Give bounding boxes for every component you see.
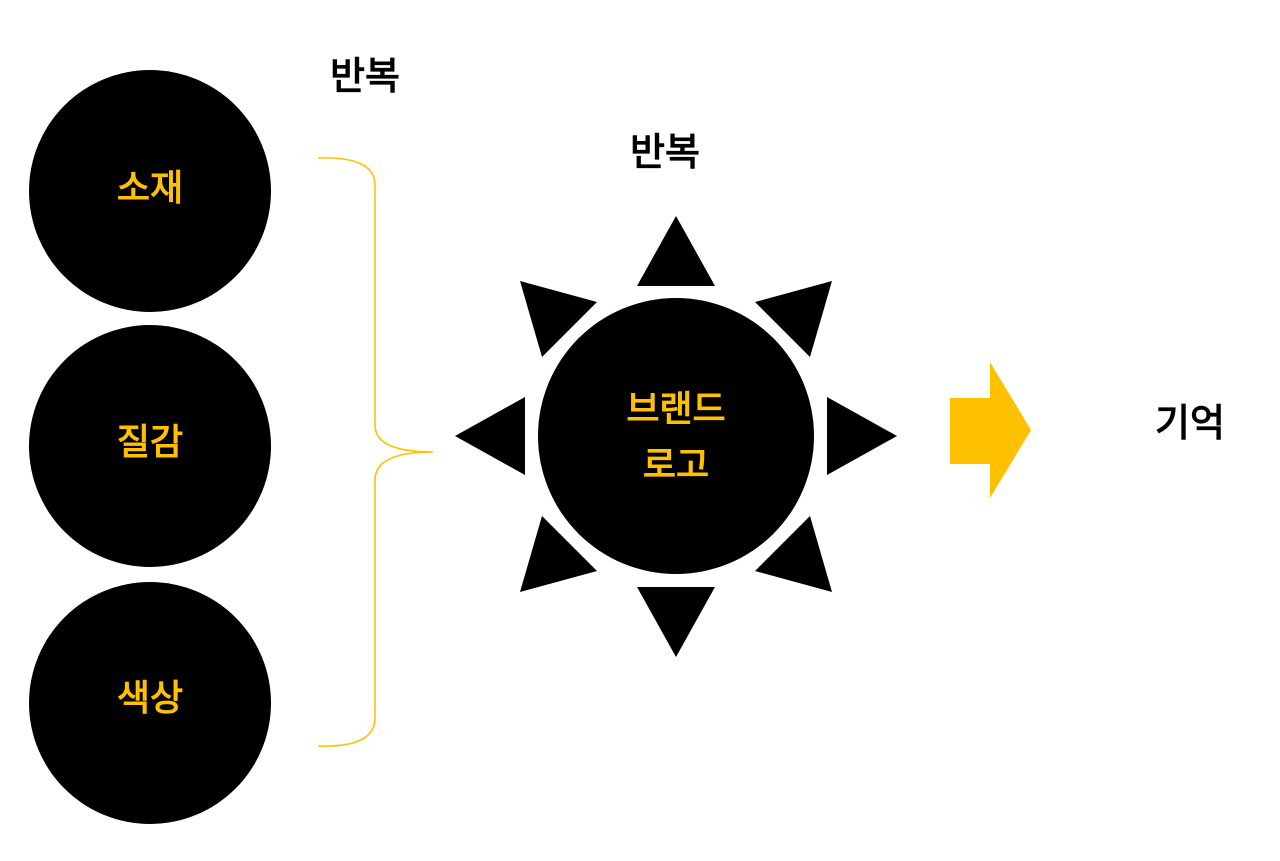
brand-logo-circle (538, 298, 814, 574)
sun-ray-top-right (755, 281, 832, 357)
sun-ray-left (455, 397, 525, 475)
element-circle-color (29, 582, 271, 824)
element-label-color: 색상 (116, 678, 184, 719)
repeat-label-sun: 반복 (630, 130, 700, 174)
sun-ray-top (637, 216, 715, 286)
element-circle-texture (29, 325, 271, 567)
sun-ray-bottom-right (755, 516, 832, 592)
element-label-material: 소재 (116, 168, 184, 209)
sun-ray-right (827, 397, 897, 475)
curly-brace-icon (317, 157, 434, 747)
sun-ray-bottom (637, 587, 715, 657)
brand-logo-line1: 브랜드 (626, 389, 726, 431)
right-arrow-icon (950, 362, 1031, 498)
element-circle-material (29, 70, 271, 312)
element-label-texture: 질감 (116, 422, 184, 463)
result-label-memory: 기억 (1155, 401, 1225, 445)
brand-logo-label: 브랜드 로고 (626, 382, 725, 494)
brand-logo-line2: 로고 (642, 445, 710, 486)
repeat-label-top: 반복 (330, 54, 400, 98)
sun-ray-bottom-left (520, 516, 597, 592)
sun-ray-top-left (520, 281, 597, 357)
